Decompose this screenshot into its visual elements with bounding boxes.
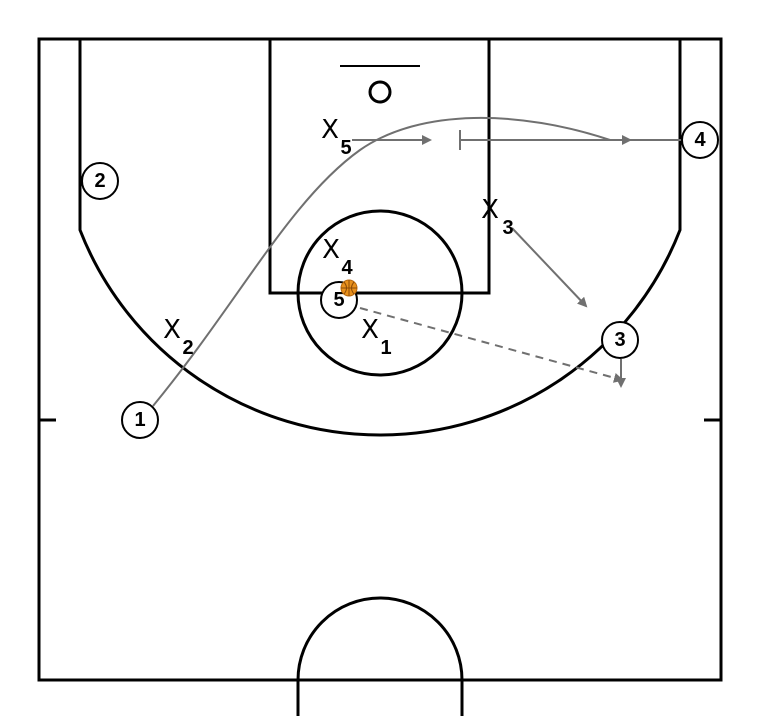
defender-mark: X bbox=[163, 315, 181, 345]
defender-number: 3 bbox=[502, 217, 513, 239]
player-label: 1 bbox=[134, 409, 145, 431]
defense-player-x2: X 2 bbox=[163, 315, 193, 359]
defender-mark: X bbox=[321, 115, 339, 145]
defender-mark: X bbox=[322, 235, 340, 265]
defense-player-x3: X 3 bbox=[481, 195, 513, 239]
basket bbox=[368, 80, 392, 104]
defender-mark: X bbox=[361, 315, 379, 345]
pass-line-5-to-3 bbox=[359, 307, 624, 383]
free-throw-circle bbox=[296, 209, 464, 377]
defender-number: 1 bbox=[380, 337, 391, 359]
court-boundary bbox=[37, 37, 723, 682]
player-marker bbox=[81, 162, 119, 200]
player-label: 5 bbox=[333, 289, 344, 311]
offense-player-3: 3 bbox=[601, 321, 639, 359]
offense-player-2: 2 bbox=[81, 162, 119, 200]
player-label: 4 bbox=[694, 129, 706, 151]
offense-players: 1 2 3 4 5 bbox=[81, 121, 719, 439]
defense-players: X 1 X 2 X 3 X 4 X 5 bbox=[163, 115, 513, 359]
player-marker bbox=[121, 401, 159, 439]
defense-player-x4: X 4 bbox=[322, 235, 353, 279]
player-label: 3 bbox=[614, 329, 625, 351]
defender-number: 4 bbox=[341, 257, 353, 279]
offense-player-4: 4 bbox=[681, 121, 719, 159]
offense-player-1: 1 bbox=[121, 401, 159, 439]
cut-path-player-1 bbox=[152, 116, 611, 407]
actions bbox=[152, 116, 683, 407]
player-label: 2 bbox=[94, 170, 105, 192]
defense-player-x5: X 5 bbox=[321, 115, 351, 159]
defense-player-x1: X 1 bbox=[361, 315, 391, 359]
player-marker bbox=[601, 321, 639, 359]
move-arrow-x3 bbox=[511, 227, 588, 308]
paint-lane bbox=[268, 37, 491, 295]
defender-number: 2 bbox=[182, 337, 193, 359]
player-marker bbox=[681, 121, 719, 159]
defender-mark: X bbox=[481, 195, 499, 225]
center-circle bbox=[296, 596, 464, 716]
basketball-icon bbox=[340, 279, 358, 297]
defender-number: 5 bbox=[340, 137, 351, 159]
